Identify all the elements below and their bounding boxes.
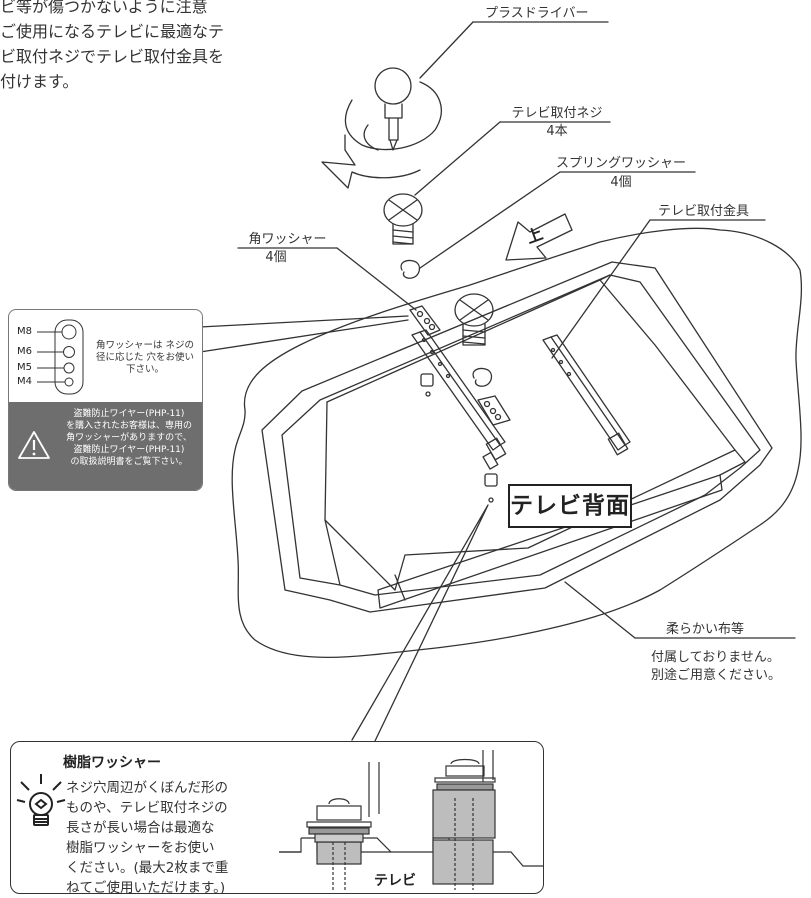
warning-line: 盗難防止ワイヤー(PHP-11) (73, 445, 185, 455)
warning-line: の取扱説明書をご覧下さい。 (70, 457, 188, 467)
tv-back-label: テレビ背面 (508, 484, 632, 528)
cloth-outline (231, 227, 803, 658)
lightbulb-icon (16, 774, 66, 826)
resin-line: 長さが長い場合は最適な (66, 820, 215, 836)
tv-label: テレビ (374, 873, 416, 889)
right-bracket (542, 334, 631, 456)
resin-washer-description: ネジ穴周辺がくぼんだ形の ものや、テレビ取付ネジの 長さが長い場合は最適な 樹脂… (66, 778, 256, 898)
warning-text: 盗難防止ワイヤー(PHP-11) を購入されたお客様は、専用の 角ワッシャーがあ… (59, 408, 199, 468)
label-square-washer-qty: 4個 (265, 250, 287, 265)
label-cloth-note1: 付属しておりません。 (651, 650, 780, 665)
left-bracket (411, 329, 507, 470)
label-square-washer: 角ワッシャー (248, 232, 327, 247)
intro-text: ビ等が傷つかないように注意 ご使用になるテレビに最適なテ ビ取付ネジでテレビ取付… (0, 0, 300, 94)
tv-back-panel (326, 279, 736, 591)
square-washer-instruction: 角ワッシャーは ネジの径に応じた 穴をお使い下さい。 (95, 340, 195, 375)
warning-line: 盗難防止ワイヤー(PHP-11) (73, 409, 185, 419)
resin-line: ネジ穴周辺がくぼんだ形の (66, 780, 228, 796)
spring-washer-bottom (472, 367, 493, 387)
square-washer-lying (477, 395, 511, 426)
resin-washer-title: 樹脂ワッシャー (63, 755, 161, 771)
warning-line: を購入されたお客様は、専用の (65, 421, 192, 431)
resin-washer-small (484, 473, 498, 487)
resin-line: ねてご使用いただけます。) (66, 880, 226, 896)
resin-line: ものや、テレビ取付ネジの (66, 800, 228, 816)
resin-washer-small (420, 373, 434, 387)
screw-size-panel: M8 M6 M5 M4 角ワッシャーは ネジの径に応じた 穴をお使い下さい。 (9, 310, 202, 400)
washer-hole-diagram (37, 319, 84, 395)
label-bracket: テレビ取付金具 (658, 204, 750, 219)
screw-bottom (454, 293, 494, 346)
warning-triangle-icon (18, 431, 50, 459)
resin-washer-diagram (16, 750, 543, 890)
spring-washer-top (400, 259, 421, 279)
resin-line: ください。(最大2枚まで重 (66, 860, 229, 876)
square-washer-note: M8 M6 M5 M4 角ワッシャーは ネジの径に応じた 穴をお使い下さい。 盗… (8, 309, 203, 491)
label-cloth: 柔らかい布等 (666, 622, 745, 637)
size-m8: M8 (17, 326, 32, 337)
screw-top (383, 193, 423, 245)
label-spring-washer-qty: 4個 (610, 175, 632, 190)
resin-washer-box: 樹脂ワッシャー ネジ穴周辺がくぼんだ形の ものや、テレビ取付ネジの 長さが長い場… (10, 741, 544, 896)
label-screw: テレビ取付ネジ (511, 106, 603, 121)
tv-frame-outer (261, 261, 773, 613)
label-spring-washer: スプリングワッシャー (555, 156, 686, 171)
intro-line: ビ等が傷つかないように注意 (0, 0, 208, 16)
screwdriver (321, 67, 442, 189)
label-screwdriver: プラスドライバー (485, 6, 589, 21)
up-arrow-mark (505, 213, 573, 261)
resin-line: 樹脂ワッシャーをお使い (66, 840, 215, 856)
size-m6: M6 (17, 346, 32, 357)
intro-line: 付けます。 (0, 72, 79, 91)
size-m4: M4 (17, 376, 32, 387)
tv-frame-inner (281, 274, 761, 596)
label-screw-qty: 4本 (546, 124, 568, 139)
label-cloth-note2: 別途ご用意ください。 (651, 668, 782, 683)
intro-line: ご使用になるテレビに最適なテ (0, 22, 225, 41)
intro-line: ビ取付ネジでテレビ取付金具を (0, 47, 225, 66)
square-washer-upright (409, 305, 441, 336)
size-m5: M5 (17, 362, 32, 373)
warning-panel: 盗難防止ワイヤー(PHP-11) を購入されたお客様は、専用の 角ワッシャーがあ… (9, 402, 202, 490)
warning-line: 角ワッシャーがありますので、 (66, 433, 192, 443)
